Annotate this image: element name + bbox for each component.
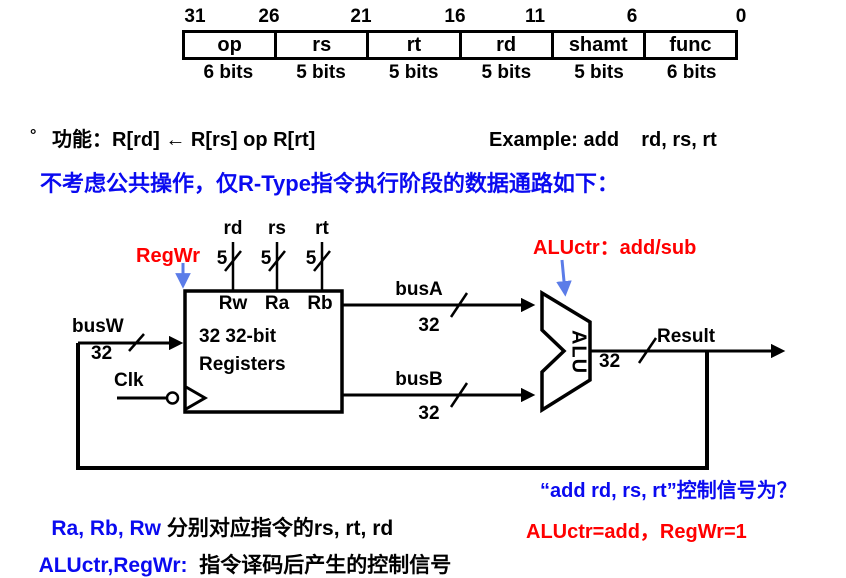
busw-label: busW (72, 316, 124, 337)
register-caption-line1: 32 32-bit (199, 326, 277, 347)
bit-position: 0 (735, 6, 747, 27)
busb-wire (343, 382, 536, 408)
result-width: 32 (599, 351, 621, 372)
field-rt: rt (366, 33, 458, 57)
note-registers-mapping-blue: Ra, Rb, Rw (51, 517, 162, 541)
port-rw-label: Rw (218, 293, 248, 314)
aluctr-arrow (556, 259, 572, 297)
port-rb-label: Rb (307, 293, 333, 314)
register-caption-line2: Registers (199, 354, 286, 375)
bit-position: 16 (444, 6, 466, 27)
busw-wire (78, 333, 184, 352)
field-func: func (642, 33, 735, 57)
field-width: 5 bits (388, 62, 439, 83)
field-width: 6 bits (666, 62, 717, 83)
note-control-signals-blue: ALUctr,RegWr: (38, 554, 188, 578)
input-label-rt: rt (315, 218, 329, 239)
bit-position: 26 (258, 6, 280, 27)
busw-width: 32 (91, 343, 113, 364)
port-ra-label: Ra (264, 293, 290, 314)
bit-position: 11 (524, 6, 546, 27)
note-registers-mapping-black: 分别对应指令的rs, rt, rd (161, 517, 394, 541)
regwr-label: RegWr (136, 245, 201, 267)
field-shamt: shamt (550, 33, 643, 57)
result-label: Result (657, 326, 716, 347)
clk-wire (117, 385, 208, 411)
field-op: op (217, 33, 242, 56)
note-registers-mapping: Ra, Rb, Rw 分别对应指令的rs, rt, rd (28, 494, 393, 563)
busa-label: busA (395, 279, 443, 300)
function-text: 功能：R[rd] ← R[rs] op R[rt] (52, 129, 316, 151)
field-width: 6 bits (203, 62, 254, 83)
bullet-icon: ° (30, 127, 37, 144)
field-widths-row: 6 bits 5 bits 5 bits 5 bits 5 bits 6 bit… (182, 62, 738, 84)
input-label-rs: rs (268, 218, 286, 239)
register-file-box (183, 289, 344, 414)
bit-position: 6 (626, 6, 638, 27)
note-control-signals: ALUctr,RegWr: 指令译码后产生的控制信号 (16, 531, 452, 578)
bit-position: 31 (184, 6, 206, 27)
busa-wire (343, 292, 536, 318)
note-question: “add rd, rs, rt”控制信号为？ (540, 480, 797, 502)
feedback-wire (76, 343, 709, 470)
bus-width-5: 5 (305, 248, 317, 269)
bit-position: 21 (350, 6, 372, 27)
field-width: 5 bits (296, 62, 346, 83)
note-control-signals-black: 指令译码后产生的控制信号 (187, 554, 452, 578)
section-heading: 不考虑公共操作，仅R-Type指令执行阶段的数据通路如下： (40, 171, 619, 196)
alu-shape (540, 289, 592, 414)
bus-width-5: 5 (216, 248, 228, 269)
field-width: 5 bits (481, 62, 532, 83)
note-answer: ALUctr=add，RegWr=1 (526, 521, 747, 543)
busa-width: 32 (418, 315, 440, 336)
clk-label: Clk (114, 370, 144, 391)
field-rd: rd (458, 33, 551, 57)
field-width: 5 bits (574, 62, 624, 83)
input-label-rd: rd (223, 218, 243, 239)
busb-label: busB (395, 369, 443, 390)
instruction-format-table: op rs rt rd shamt func (182, 30, 738, 60)
reg-input-wires (224, 242, 331, 290)
bus-width-5: 5 (260, 248, 272, 269)
aluctr-label: ALUctr：add/sub (533, 237, 697, 259)
example-text: Example: add rd, rs, rt (489, 129, 717, 151)
alu-label: ALU (567, 329, 590, 375)
result-wire (590, 337, 786, 364)
busb-width: 32 (418, 403, 440, 424)
field-rs: rs (274, 33, 366, 57)
